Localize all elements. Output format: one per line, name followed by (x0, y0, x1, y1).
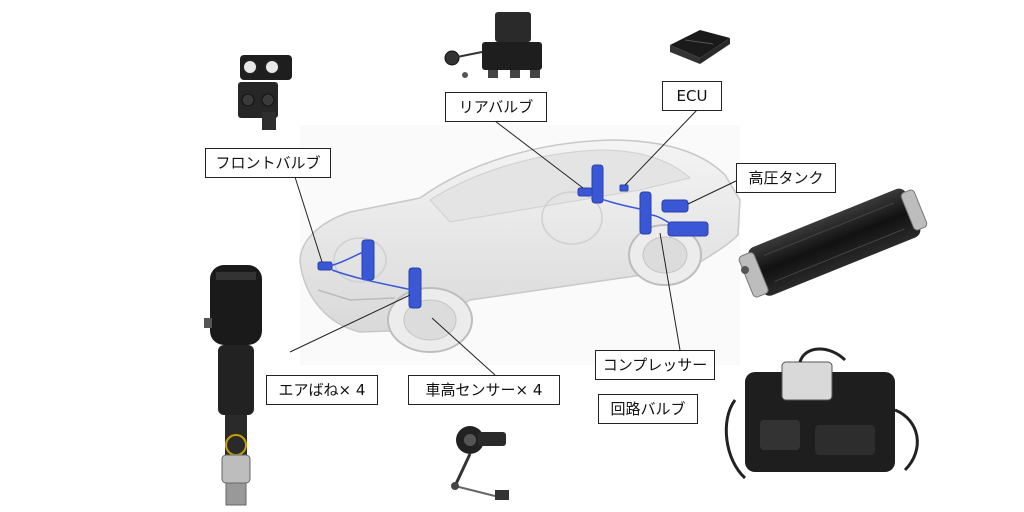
front-strut-right (408, 267, 422, 309)
label-height-sensor: 車高センサー× 4 (408, 375, 560, 405)
compressor-part (667, 221, 709, 237)
front-strut-left (361, 239, 375, 281)
front-valve-icon (238, 55, 292, 130)
compressor-icon (724, 347, 919, 480)
tank-icon (738, 188, 928, 298)
front-valve-part (317, 261, 333, 271)
label-front-valve: フロントバルブ (205, 148, 331, 178)
rear-strut-right (639, 191, 652, 235)
label-air-spring: エアばね× 4 (266, 375, 378, 405)
tank-part (661, 199, 689, 213)
ecu-icon (670, 30, 730, 64)
label-tank: 高圧タンク (736, 163, 836, 193)
highlighted-parts (317, 164, 709, 309)
label-circuit-valve: 回路バルブ (598, 394, 698, 424)
height-sensor-icon (451, 426, 509, 500)
ecu-part (619, 184, 629, 192)
label-rear-valve: リアバルブ (445, 92, 547, 122)
rear-strut-left (591, 164, 604, 204)
label-compressor: コンプレッサー (595, 350, 715, 380)
leader-lines (289, 109, 737, 376)
rear-valve-icon (444, 12, 542, 78)
air-lines (329, 191, 681, 291)
air-spring-icon (204, 265, 262, 506)
label-ecu: ECU (662, 81, 722, 111)
